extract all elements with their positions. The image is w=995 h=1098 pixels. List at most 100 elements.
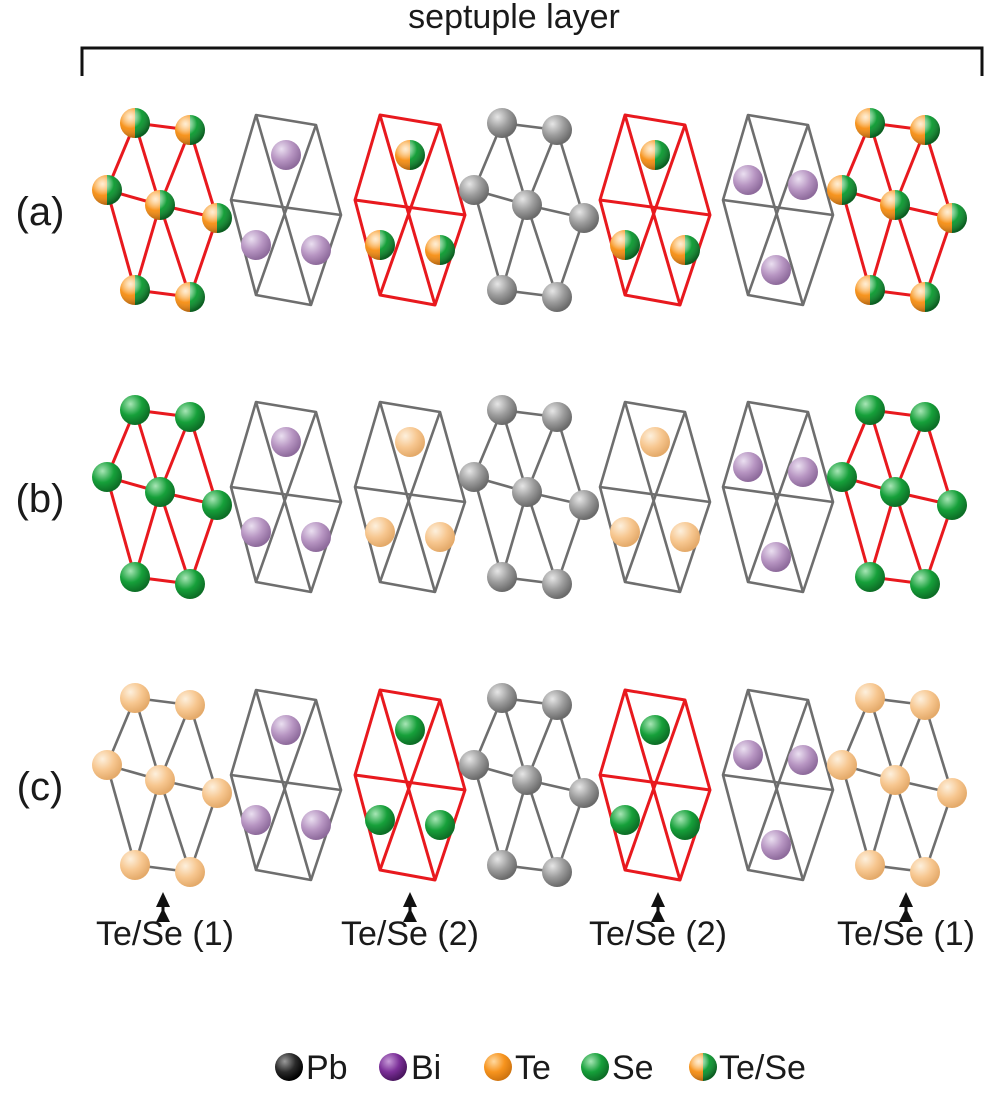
arrow-4	[899, 892, 913, 922]
atom-0-1-2	[301, 235, 331, 265]
arrows	[156, 892, 913, 922]
atom-2-1-1	[241, 805, 271, 835]
atom-2-3-tr	[542, 690, 572, 720]
atom-2-3-mr	[569, 778, 599, 808]
atom-0-1-1	[241, 230, 271, 260]
atom-0-0-mc	[145, 190, 175, 220]
atom-2-0-tr	[175, 690, 205, 720]
block-2-2	[353, 688, 467, 882]
atom-0-0-tr	[175, 115, 205, 145]
atom-2-6-tr	[910, 690, 940, 720]
atom-0-6-tl	[855, 108, 885, 138]
atom-1-6-bl	[855, 562, 885, 592]
atom-1-6-tl	[855, 395, 885, 425]
atom-1-3-ml	[459, 462, 489, 492]
legend-label-pb: Pb	[306, 1049, 348, 1087]
atom-2-6-mr	[937, 778, 967, 808]
atom-2-5-1	[788, 745, 818, 775]
block-1-2	[353, 400, 467, 594]
atom-1-4-1	[610, 517, 640, 547]
atom-2-5-0	[733, 740, 763, 770]
layer-blocks	[92, 108, 967, 887]
atom-2-6-tl	[855, 683, 885, 713]
atom-2-2-1	[365, 805, 395, 835]
block-1-0	[92, 395, 232, 599]
atom-1-6-tr	[910, 402, 940, 432]
atom-0-6-tr	[910, 115, 940, 145]
atom-2-0-ml	[92, 750, 122, 780]
atom-1-1-1	[241, 517, 271, 547]
legend-label-te: Te	[515, 1049, 551, 1087]
atom-2-0-mc	[145, 765, 175, 795]
atom-1-0-mc	[145, 477, 175, 507]
atom-0-4-0	[640, 140, 670, 170]
atom-1-0-mr	[202, 490, 232, 520]
atom-2-3-mc	[512, 765, 542, 795]
atom-1-0-tr	[175, 402, 205, 432]
legend-label-bi: Bi	[411, 1049, 441, 1087]
atom-1-4-0	[640, 427, 670, 457]
block-2-6	[827, 683, 967, 887]
block-2-4	[598, 688, 712, 882]
block-0-6	[827, 108, 967, 312]
atom-0-2-1	[365, 230, 395, 260]
atom-2-4-0	[640, 715, 670, 745]
legend-pb-icon	[275, 1053, 303, 1081]
atom-0-5-0	[733, 165, 763, 195]
block-0-3	[459, 108, 599, 312]
atom-2-3-tl	[487, 683, 517, 713]
arrow-1	[156, 892, 170, 922]
block-1-4	[598, 400, 712, 594]
row-label-b: (b)	[16, 477, 65, 521]
atom-0-3-bl	[487, 275, 517, 305]
atom-0-1-0	[271, 140, 301, 170]
atom-2-0-tl	[120, 683, 150, 713]
atom-0-6-mr	[937, 203, 967, 233]
atom-0-3-mc	[512, 190, 542, 220]
atom-0-6-bl	[855, 275, 885, 305]
atom-2-3-ml	[459, 750, 489, 780]
legend-bi-icon	[379, 1053, 407, 1081]
atom-2-3-br	[542, 857, 572, 887]
atom-1-0-br	[175, 569, 205, 599]
block-1-1	[229, 400, 343, 594]
atom-0-6-ml	[827, 175, 857, 205]
atom-1-3-br	[542, 569, 572, 599]
atom-0-4-1	[610, 230, 640, 260]
atom-1-5-0	[733, 452, 763, 482]
atom-2-6-ml	[827, 750, 857, 780]
block-0-2	[353, 113, 467, 307]
atom-1-3-tr	[542, 402, 572, 432]
block-0-1	[229, 113, 343, 307]
atom-0-3-tl	[487, 108, 517, 138]
atom-1-3-mr	[569, 490, 599, 520]
atom-0-0-mr	[202, 203, 232, 233]
block-2-5	[721, 688, 835, 882]
block-1-3	[459, 395, 599, 599]
atom-1-1-0	[271, 427, 301, 457]
atom-1-6-mr	[937, 490, 967, 520]
atom-1-0-bl	[120, 562, 150, 592]
atom-2-0-br	[175, 857, 205, 887]
block-2-3	[459, 683, 599, 887]
arrow-label-2: Te/Se (2)	[341, 915, 479, 953]
atom-1-3-tl	[487, 395, 517, 425]
atom-2-4-2	[670, 810, 700, 840]
diagram-title: septuple layer	[408, 0, 620, 36]
atom-0-0-ml	[92, 175, 122, 205]
arrow-label-1: Te/Se (1)	[96, 915, 234, 953]
atom-2-0-mr	[202, 778, 232, 808]
atom-1-2-2	[425, 522, 455, 552]
atom-2-6-br	[910, 857, 940, 887]
atom-0-3-ml	[459, 175, 489, 205]
atom-1-6-br	[910, 569, 940, 599]
atom-0-3-mr	[569, 203, 599, 233]
arrow-label-4: Te/Se (1)	[837, 915, 975, 953]
atom-1-1-2	[301, 522, 331, 552]
atom-0-6-br	[910, 282, 940, 312]
arrow-3	[651, 892, 665, 922]
atom-0-4-2	[670, 235, 700, 265]
atom-2-1-2	[301, 810, 331, 840]
atom-0-5-2	[761, 255, 791, 285]
arrow-2	[403, 892, 417, 922]
